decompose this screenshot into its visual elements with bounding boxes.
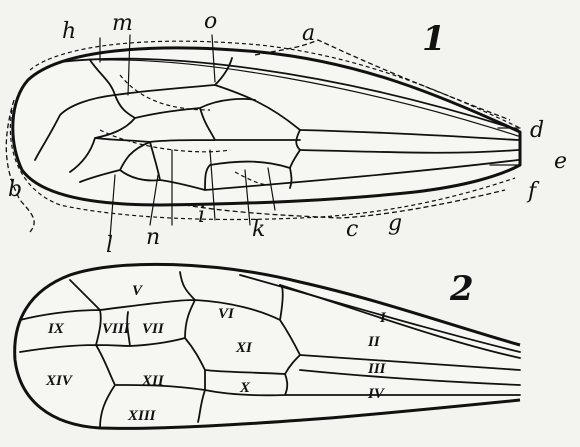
wing-1-outline [13, 48, 520, 205]
wing-2-outline [15, 264, 520, 428]
cell-III: III [367, 361, 387, 377]
cell-XI: XI [235, 340, 253, 356]
label-h: h [62, 19, 76, 44]
label-g: g [388, 211, 402, 236]
cell-XIV: XIV [45, 373, 74, 389]
label-a: a [302, 21, 315, 46]
cell-II: II [367, 334, 381, 350]
cell-I: I [379, 310, 387, 326]
cell-XIII: XIII [127, 408, 157, 424]
cell-VII: VII [142, 321, 165, 337]
label-f: f [526, 179, 540, 204]
label-e: e [554, 149, 567, 174]
label-figure-2: 2 [449, 269, 474, 309]
label-l: l [106, 233, 113, 258]
label-b: b [8, 177, 22, 202]
label-m: m [112, 11, 133, 36]
label-k: k [252, 217, 265, 242]
cell-IX: IX [47, 321, 65, 337]
cell-IV: IV [367, 386, 386, 402]
label-c: c [346, 217, 358, 242]
label-d: d [530, 118, 544, 143]
figure-1-wing: 1 h m o a d e f b l n i k c g [6, 9, 567, 258]
label-figure-1: 1 [422, 19, 446, 59]
cell-X: X [239, 380, 251, 396]
figure-2-wing: 2 V VI I II III IV IX VIII VII XI XIV XI… [15, 264, 520, 428]
label-o: o [204, 9, 217, 34]
cell-VI: VI [218, 306, 235, 322]
cell-XII: XII [141, 373, 165, 389]
label-i: i [198, 203, 205, 228]
label-n: n [146, 225, 160, 250]
cell-VIII: VIII [102, 321, 131, 337]
